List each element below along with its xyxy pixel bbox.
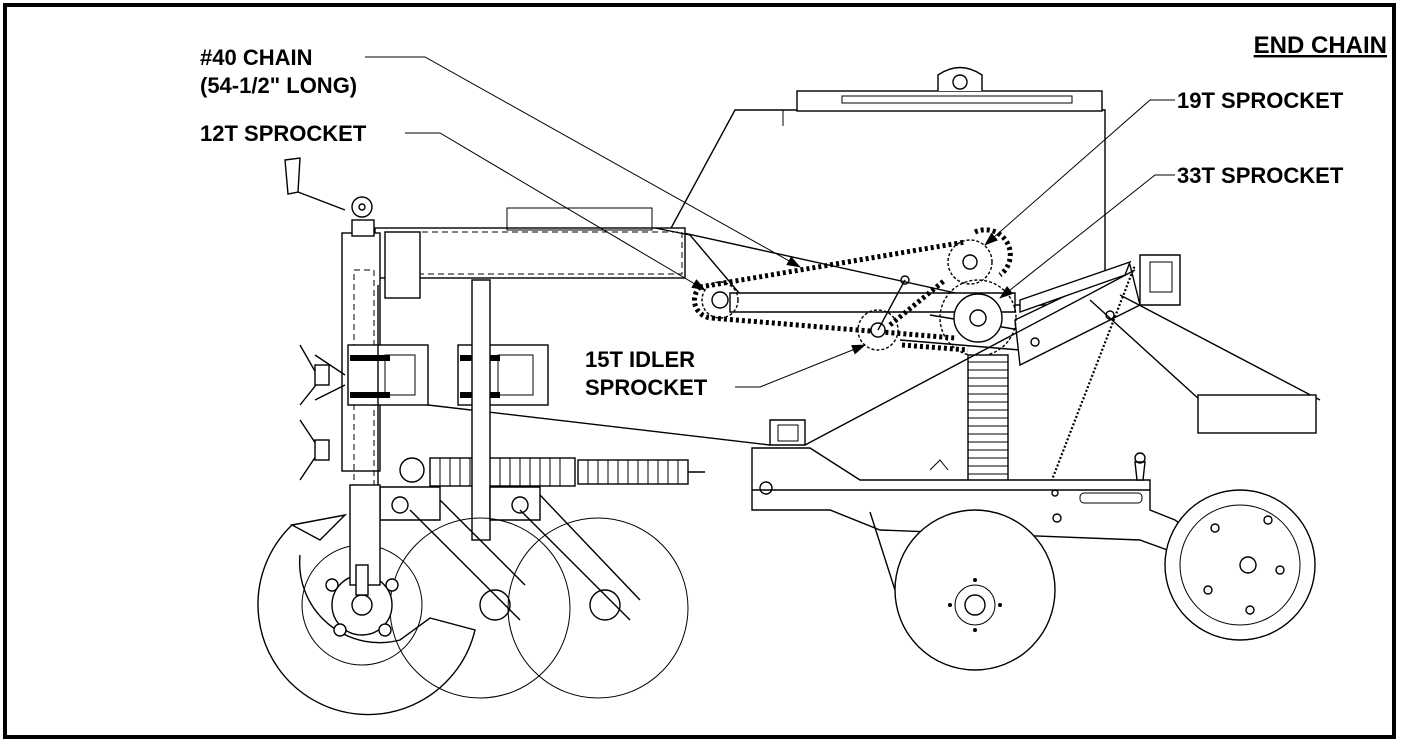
sprocket-19t-label: 19T SPROCKET: [1177, 88, 1344, 113]
chain-label: #40 CHAIN: [200, 45, 312, 70]
gauge-wheel: [894, 509, 1056, 671]
sprocket-12t-leader: [405, 132, 706, 291]
diagram-title: END CHAIN: [1254, 32, 1387, 59]
idler-label-2: SPROCKET: [585, 375, 708, 400]
row-cleaner-arms: [377, 279, 641, 621]
sprocket-12t-label: 12T SPROCKET: [200, 121, 367, 146]
front-spring: [399, 457, 705, 487]
sprocket-33t-label: 33T SPROCKET: [1177, 163, 1344, 188]
sprocket-19t-leader: [984, 99, 1175, 246]
chain-drive: [691, 227, 1017, 357]
sprocket-12t: [701, 281, 739, 319]
row-unit-frame: [751, 269, 1241, 591]
drive-bar: [729, 260, 1141, 367]
lever-arm: [1089, 294, 1321, 434]
chain-length-label: (54-1/2" LONG): [200, 73, 357, 98]
sprocket-33t-leader: [999, 174, 1175, 299]
sprocket-19t: [947, 239, 993, 285]
press-wheel: [1164, 489, 1316, 641]
idler-label: 15T IDLER: [585, 347, 695, 372]
seed-hopper: [668, 66, 1106, 306]
sprocket-33t: [939, 279, 1017, 357]
chain: [699, 239, 969, 353]
clamp-blocks: [347, 344, 771, 446]
seed-tube: [967, 354, 1009, 491]
coulter-disk: [257, 484, 476, 716]
diagram-frame: [3, 3, 1396, 739]
leader-lines: [365, 56, 1175, 388]
diagonal-spring: [1048, 254, 1181, 486]
idler-leader: [735, 344, 866, 388]
row-cleaner-wheels: [389, 517, 689, 699]
chain-leader: [365, 56, 801, 268]
